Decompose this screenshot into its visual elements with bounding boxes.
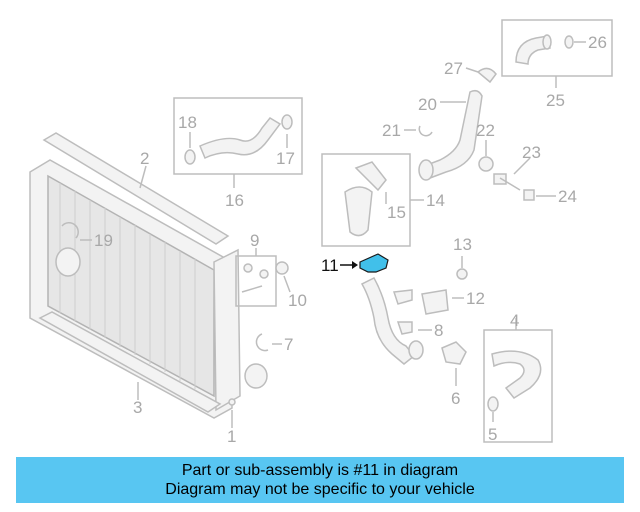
part-12	[421, 289, 449, 315]
callout-8: 8	[434, 321, 443, 340]
box-4	[483, 329, 553, 443]
callout-2: 2	[140, 149, 149, 168]
bolt-13	[456, 268, 468, 280]
callout-10: 10	[288, 291, 307, 310]
nut-10	[275, 261, 289, 275]
o-ring-18	[184, 149, 196, 165]
box-16	[173, 97, 303, 175]
box-9	[235, 255, 277, 307]
callout-22: 22	[476, 121, 495, 140]
highlighted-part-11[interactable]	[359, 253, 389, 273]
clip-19	[61, 222, 79, 239]
callout-4: 4	[510, 311, 519, 330]
callout-3: 3	[133, 398, 142, 417]
hose-5	[491, 350, 542, 399]
pipe-20	[422, 89, 483, 179]
parts-diagram: 2 3 1 19 16 18 17 14 15 9 10 7 11 8 6 12…	[29, 19, 613, 446]
callout-16: 16	[225, 191, 244, 210]
callout-13: 13	[453, 235, 472, 254]
callout-27: 27	[444, 59, 463, 78]
callout-24: 24	[558, 187, 577, 206]
callout-7: 7	[284, 335, 293, 354]
bolt-9a	[243, 263, 253, 273]
part-22	[478, 156, 494, 172]
pipe-8	[360, 277, 416, 365]
intercooler-side-tank	[213, 248, 241, 412]
callout-18: 18	[178, 113, 197, 132]
clamp-27	[476, 67, 497, 84]
callout-9: 9	[250, 231, 259, 250]
hose-25-end	[542, 34, 552, 50]
pipe-15	[344, 186, 373, 237]
pipe-8-bracket	[392, 289, 413, 305]
callout-6: 6	[451, 389, 460, 408]
o-ring-26	[564, 35, 574, 49]
intercooler-port-lower	[244, 363, 268, 389]
callout-20: 20	[418, 95, 437, 114]
part-24	[523, 189, 535, 201]
callout-5: 5	[488, 425, 497, 444]
clip-7	[255, 333, 269, 352]
callout-23: 23	[522, 143, 541, 162]
info-banner: Part or sub-assembly is #11 in diagram D…	[16, 457, 624, 503]
o-ring-5	[487, 396, 499, 412]
hose-16	[199, 117, 282, 160]
leader-11	[340, 261, 358, 269]
callout-11: 11	[321, 256, 339, 275]
callout-15: 15	[387, 203, 406, 222]
box-25	[501, 19, 613, 77]
callout-12: 12	[466, 289, 485, 308]
lower-air-guide	[38, 311, 222, 413]
callout-14: 14	[426, 191, 445, 210]
bolt-9c	[241, 285, 263, 293]
callout-21: 21	[382, 121, 401, 140]
banner-line-2: Diagram may not be specific to your vehi…	[165, 481, 475, 498]
banner-line-1: Part or sub-assembly is #11 in diagram	[181, 462, 459, 479]
callout-26: 26	[588, 33, 607, 52]
o-ring-17	[281, 114, 293, 130]
part-6	[441, 341, 467, 365]
callout-17: 17	[276, 149, 295, 168]
pipe-20-end	[418, 159, 434, 181]
mount-bolt	[228, 398, 236, 406]
intercooler-assembly	[29, 132, 268, 419]
intercooler-port-upper	[55, 247, 81, 277]
callout-25: 25	[546, 91, 565, 110]
upper-air-guide	[42, 132, 230, 245]
clip-21	[418, 125, 433, 137]
part-23	[493, 173, 507, 185]
bracket-15	[354, 161, 387, 192]
pipe-8-clip	[396, 321, 413, 335]
callout-19: 19	[94, 231, 113, 250]
callout-1: 1	[227, 427, 236, 446]
leader-lines	[80, 41, 586, 428]
pipe-8-end	[408, 340, 424, 360]
bolt-9b	[259, 269, 269, 279]
